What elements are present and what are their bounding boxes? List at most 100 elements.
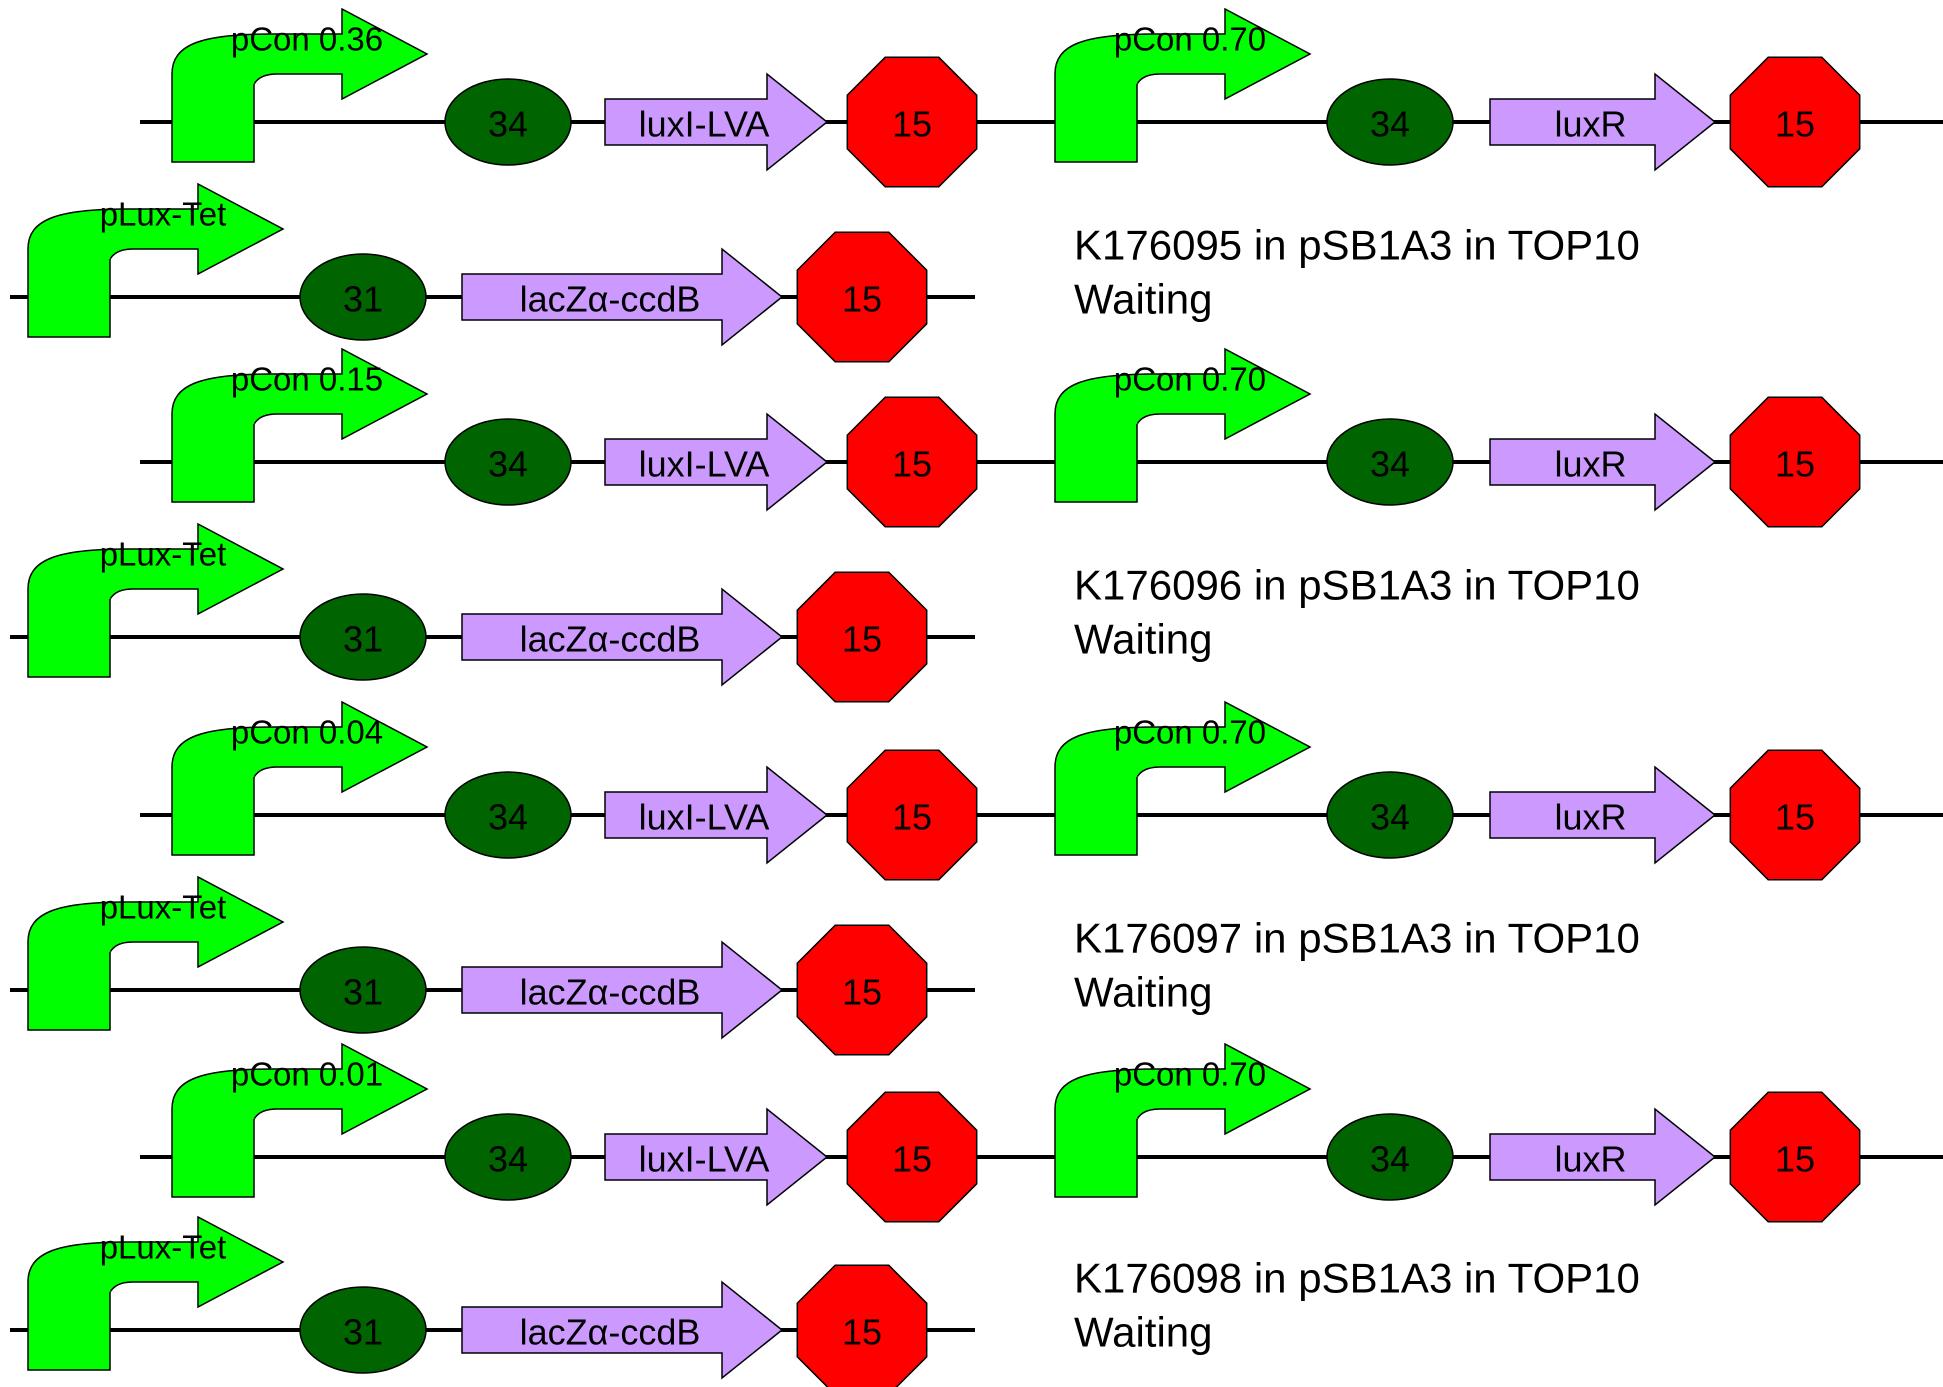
promoter-label: pCon 0.70 bbox=[1114, 714, 1266, 751]
promoter-arrow-shape bbox=[171, 7, 429, 163]
rbs: 34 bbox=[444, 1113, 572, 1201]
cds-label: lacZα-ccdB bbox=[520, 972, 701, 1013]
coding-sequence: luxR bbox=[1489, 1107, 1717, 1207]
terminator-octagon bbox=[796, 1264, 928, 1387]
terminator-label: 15 bbox=[1775, 1139, 1815, 1180]
rbs-label: 34 bbox=[1370, 797, 1410, 838]
cds-arrow-shape bbox=[461, 247, 784, 347]
coding-sequence: luxR bbox=[1489, 412, 1717, 512]
terminator: 15 bbox=[796, 231, 928, 363]
terminator-label: 15 bbox=[842, 1312, 882, 1353]
rbs-oval bbox=[299, 253, 427, 341]
coding-sequence: lacZα-ccdB bbox=[461, 247, 784, 347]
promoter-label: pCon 0.70 bbox=[1114, 1056, 1266, 1093]
terminator-octagon bbox=[846, 749, 978, 881]
promoter: pLux-Tet bbox=[27, 1215, 285, 1371]
reporter-circuit-row: pLux-Tet 31 lacZα-ccdB 15 bbox=[10, 875, 975, 1056]
terminator: 15 bbox=[1729, 1091, 1861, 1223]
promoter-arrow-shape bbox=[27, 182, 285, 338]
rbs-oval bbox=[1326, 771, 1454, 859]
terminator: 15 bbox=[846, 749, 978, 881]
terminator: 15 bbox=[796, 571, 928, 703]
promoter: pLux-Tet bbox=[27, 875, 285, 1031]
construct-description: K176098 in pSB1A3 in TOP10 bbox=[1074, 1255, 1640, 1302]
promoter-label: pCon 0.36 bbox=[231, 21, 383, 58]
terminator-octagon bbox=[1729, 396, 1861, 528]
promoter-arrow-shape bbox=[171, 347, 429, 503]
terminator-octagon bbox=[1729, 749, 1861, 881]
rbs-oval bbox=[1326, 418, 1454, 506]
cds-label: luxR bbox=[1554, 104, 1626, 145]
rbs: 34 bbox=[1326, 1113, 1454, 1201]
rbs: 34 bbox=[1326, 78, 1454, 166]
terminator-octagon bbox=[846, 56, 978, 188]
terminator: 15 bbox=[846, 56, 978, 188]
rbs-oval bbox=[444, 78, 572, 166]
terminator-octagon bbox=[846, 396, 978, 528]
promoter: pCon 0.70 bbox=[1054, 347, 1312, 503]
terminator-label: 15 bbox=[892, 1139, 932, 1180]
terminator-octagon bbox=[796, 924, 928, 1056]
terminator-label: 15 bbox=[1775, 444, 1815, 485]
promoter-arrow-shape bbox=[27, 522, 285, 678]
promoter-label: pCon 0.15 bbox=[231, 361, 383, 398]
construct-status: Waiting bbox=[1074, 969, 1213, 1016]
terminator-label: 15 bbox=[842, 972, 882, 1013]
cds-arrow-shape bbox=[604, 1107, 829, 1207]
promoter-label: pCon 0.04 bbox=[231, 714, 383, 751]
terminator-label: 15 bbox=[1775, 797, 1815, 838]
cds-label: luxR bbox=[1554, 1139, 1626, 1180]
terminator: 15 bbox=[1729, 396, 1861, 528]
promoter-arrow-shape bbox=[1054, 347, 1312, 503]
promoter: pLux-Tet bbox=[27, 522, 285, 678]
cds-arrow-shape bbox=[604, 412, 829, 512]
rbs: 31 bbox=[299, 253, 427, 341]
promoter: pCon 0.70 bbox=[1054, 700, 1312, 856]
promoter-arrow-shape bbox=[171, 700, 429, 856]
coding-sequence: luxR bbox=[1489, 765, 1717, 865]
terminator-label: 15 bbox=[842, 619, 882, 660]
terminator-octagon bbox=[796, 231, 928, 363]
terminator: 15 bbox=[796, 1264, 928, 1387]
cds-arrow-shape bbox=[1489, 765, 1717, 865]
terminator: 15 bbox=[846, 1091, 978, 1223]
rbs-label: 34 bbox=[1370, 444, 1410, 485]
rbs-oval bbox=[444, 771, 572, 859]
rbs: 34 bbox=[444, 78, 572, 166]
rbs-label: 34 bbox=[488, 1139, 528, 1180]
cds-arrow-shape bbox=[1489, 72, 1717, 172]
cds-arrow-shape bbox=[461, 940, 784, 1040]
terminator-octagon bbox=[1729, 1091, 1861, 1223]
rbs-label: 31 bbox=[343, 972, 383, 1013]
rbs-label: 31 bbox=[343, 279, 383, 320]
promoter: pCon 0.01 bbox=[171, 1042, 429, 1198]
coding-sequence: luxR bbox=[1489, 72, 1717, 172]
rbs-label: 34 bbox=[488, 444, 528, 485]
promoter: pLux-Tet bbox=[27, 182, 285, 338]
rbs-oval bbox=[1326, 1113, 1454, 1201]
cds-arrow-shape bbox=[1489, 1107, 1717, 1207]
rbs-label: 34 bbox=[488, 104, 528, 145]
cds-label: luxI-LVA bbox=[639, 797, 770, 838]
cds-label: luxI-LVA bbox=[639, 104, 770, 145]
promoter: pCon 0.36 bbox=[171, 7, 429, 163]
promoter-label: pLux-Tet bbox=[100, 536, 227, 573]
promoter-label: pCon 0.01 bbox=[231, 1056, 383, 1093]
cds-label: lacZα-ccdB bbox=[520, 619, 701, 660]
coding-sequence: luxI-LVA bbox=[604, 765, 829, 865]
coding-sequence: luxI-LVA bbox=[604, 72, 829, 172]
promoter-arrow-shape bbox=[1054, 7, 1312, 163]
rbs-oval bbox=[444, 1113, 572, 1201]
promoter: pCon 0.70 bbox=[1054, 7, 1312, 163]
construct-description: K176097 in pSB1A3 in TOP10 bbox=[1074, 915, 1640, 962]
terminator-label: 15 bbox=[892, 104, 932, 145]
terminator: 15 bbox=[1729, 56, 1861, 188]
coding-sequence: lacZα-ccdB bbox=[461, 940, 784, 1040]
